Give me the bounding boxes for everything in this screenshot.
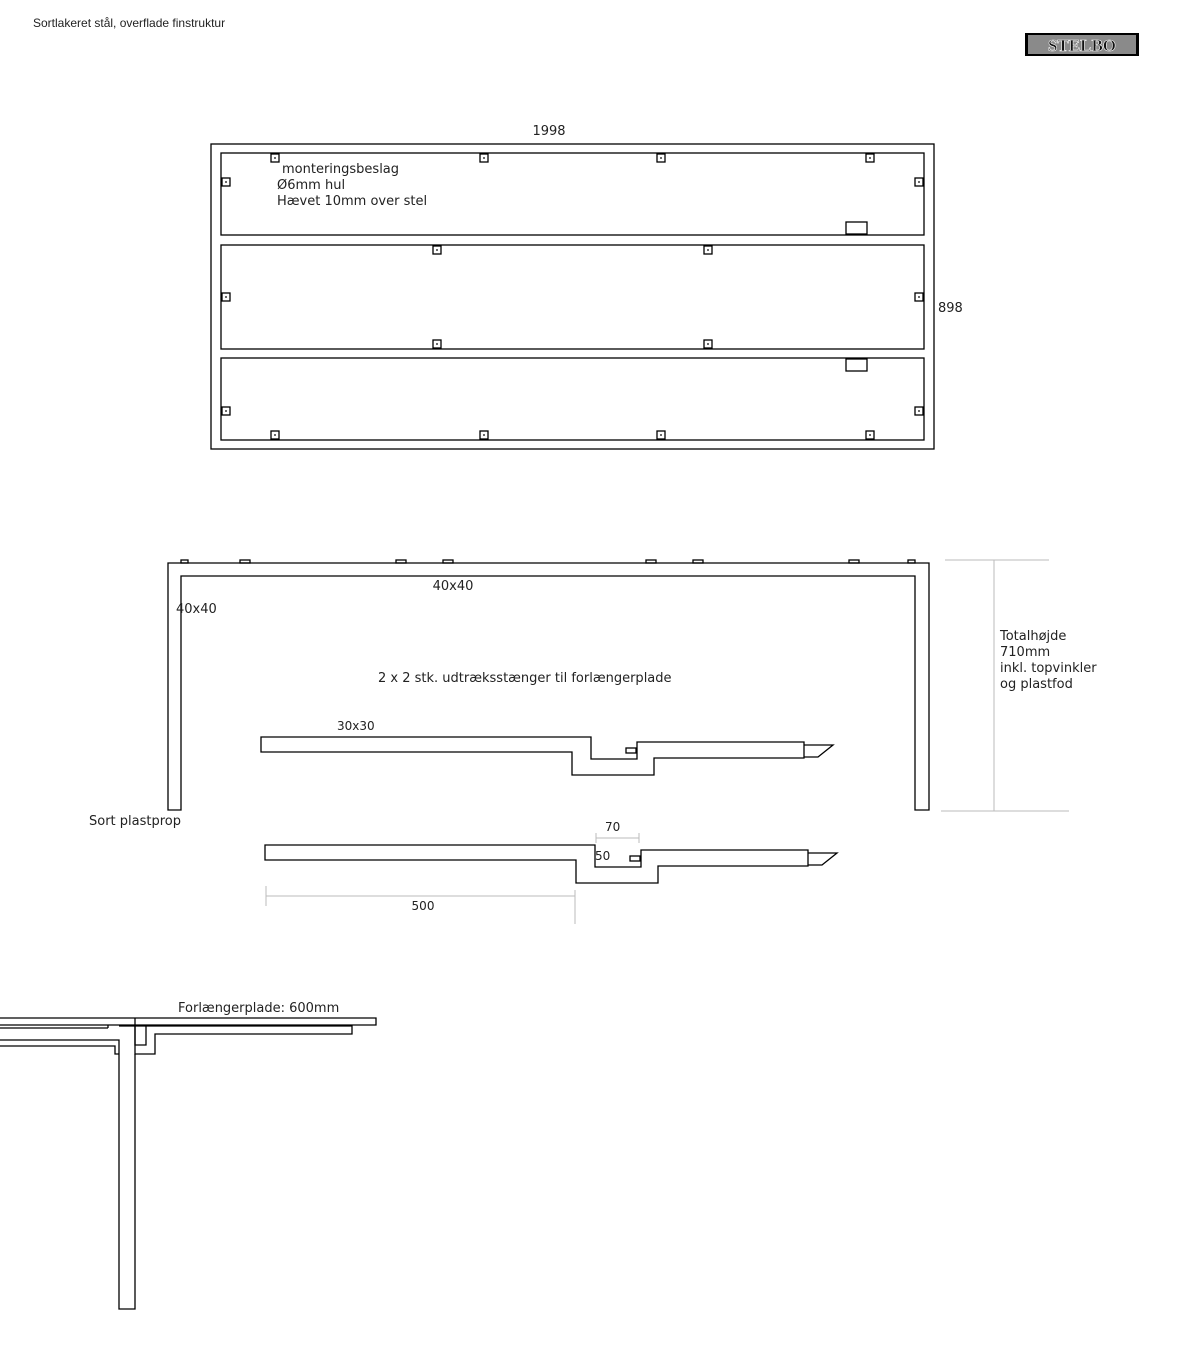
top-bracket [692,559,704,564]
hole-dot [869,434,871,436]
hole-dot [225,181,227,183]
bracket-hole [914,406,924,416]
hole-dot [274,157,276,159]
bracket-note-2: Ø6mm hul [277,178,345,193]
hole-dot [483,434,485,436]
dimension-70: 70 [595,820,640,843]
svg-text:710mm: 710mm [1000,645,1050,660]
frame-side [167,562,930,811]
bracket-note-1: monteringsbeslag [282,162,399,177]
cutout [845,358,868,372]
bracket-hole [865,153,875,163]
hole-dot [707,343,709,345]
bracket-hole [656,153,666,163]
frame-outline [210,143,935,450]
top-profile-label: 40x40 [433,579,474,594]
rail-2 [264,844,839,884]
hole-dot [918,410,920,412]
bracket-hole [221,177,231,187]
rail-1 [260,736,835,776]
leg-profile-label: 40x40 [176,602,217,617]
top-brackets [180,559,916,564]
top-view: 1998 898 monteringsbeslag Ø6mm hul Hævet… [210,124,963,450]
bracket-hole [703,339,713,349]
bracket-hole [479,153,489,163]
mounting-brackets [221,153,924,440]
bracket-hole [479,430,489,440]
hole-dot [225,296,227,298]
hole-dot [436,343,438,345]
bracket-note-3: Hævet 10mm over stel [277,194,427,209]
stelbo-logo: STELBO [1025,33,1139,56]
top-bracket [645,559,657,564]
bracket-hole [914,292,924,302]
bracket-hole [270,430,280,440]
svg-text:STELBO: STELBO [1048,36,1116,55]
hole-dot [869,157,871,159]
svg-text:inkl. topvinkler: inkl. topvinkler [1000,661,1097,676]
top-bracket [180,559,189,564]
hole-dot [225,410,227,412]
hole-dot [918,181,920,183]
width-dimension: 1998 [532,124,565,139]
side-view: 40x40 40x40 2 x 2 stk. udtræksstænger ti… [89,559,1097,924]
hole-dot [274,434,276,436]
bracket-hole [703,245,713,255]
rails-note: 2 x 2 stk. udtræksstænger til forlængerp… [378,671,672,686]
extension-label: Forlængerplade: 600mm [178,1001,339,1016]
material-note: Sortlakeret stål, overflade finstruktur [33,16,225,30]
cutout [845,221,868,235]
svg-text:og plastfod: og plastfod [1000,677,1073,692]
hole-dot [660,157,662,159]
svg-text:Totalhøjde: Totalhøjde [999,629,1066,644]
hole-dot [918,296,920,298]
bracket-hole [656,430,666,440]
depth-dimension: 898 [938,301,963,316]
top-bracket [395,559,407,564]
foot-label: Sort plastprop [89,814,181,829]
extension-detail: Forlængerplade: 600mm [0,1001,377,1310]
hole-dot [483,157,485,159]
bracket-hole [221,292,231,302]
bracket-hole [432,245,442,255]
top-bracket [848,559,860,564]
bracket-hole [221,406,231,416]
panel-3 [220,357,925,441]
rail-profile-label: 30x30 [337,719,375,733]
svg-text:500: 500 [412,899,435,913]
dimension-50: 50 [595,849,610,863]
top-bracket [442,559,454,564]
panel-2 [220,244,925,350]
top-bracket [907,559,916,564]
hole-dot [436,249,438,251]
svg-text:70: 70 [605,820,620,834]
top-bracket [239,559,251,564]
hole-dot [660,434,662,436]
bracket-hole [270,153,280,163]
panel-1 [220,152,925,236]
bracket-hole [432,339,442,349]
hole-dot [707,249,709,251]
bracket-hole [914,177,924,187]
dimension-500: 500 [265,886,576,924]
height-dimension: Totalhøjde 710mm inkl. topvinkler og pla… [941,559,1097,812]
bracket-hole [865,430,875,440]
